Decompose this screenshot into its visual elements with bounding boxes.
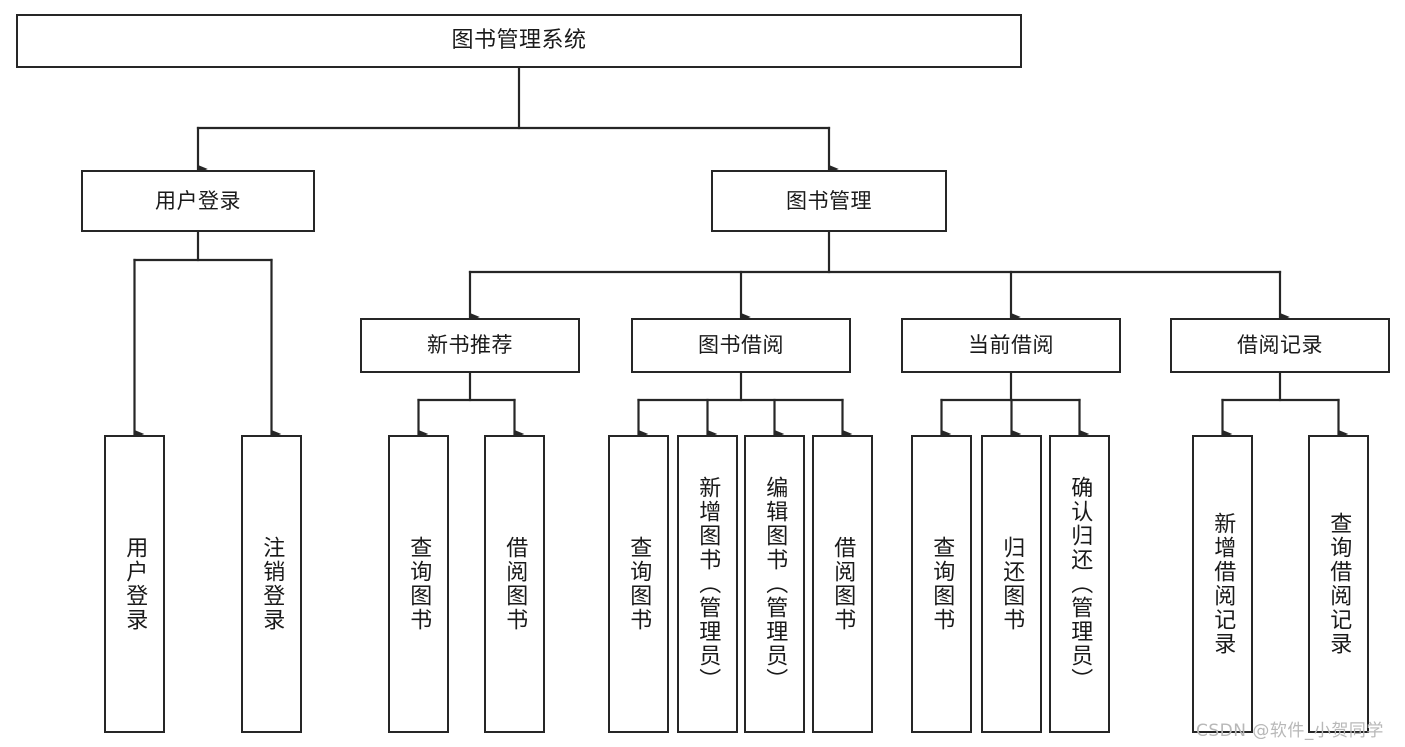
node-label: 新增借阅记录 (1210, 512, 1236, 656)
node-label: 借阅图书 (830, 536, 856, 632)
node-new-book-rec: 新书推荐 (360, 318, 580, 373)
node-label: 图书管理 (786, 188, 872, 213)
node-label: 编辑图书（管理员） (762, 476, 788, 692)
node-label: 图书借阅 (698, 333, 784, 358)
node-leaf-query-book-3: 查询图书 (911, 435, 972, 733)
watermark-text: CSDN @软件_小贺同学 (1196, 721, 1384, 741)
node-book-borrow: 图书借阅 (631, 318, 851, 373)
node-root: 图书管理系统 (16, 14, 1022, 68)
node-label: 借阅记录 (1237, 333, 1323, 358)
node-label: 查询图书 (406, 536, 432, 632)
node-label: 借阅图书 (502, 536, 528, 632)
node-label: 用户登录 (122, 536, 148, 632)
node-user-login: 用户登录 (81, 170, 315, 232)
tree-connectors (133, 66, 1349, 439)
node-label: 查询图书 (929, 536, 955, 632)
node-label: 用户登录 (155, 188, 241, 213)
node-leaf-edit-book: 编辑图书（管理员） (744, 435, 805, 733)
node-label: 确认归还（管理员） (1067, 476, 1093, 692)
node-leaf-borrow-book-1: 借阅图书 (484, 435, 545, 733)
node-label: 查询借阅记录 (1326, 512, 1352, 656)
node-leaf-confirm-return: 确认归还（管理员） (1049, 435, 1110, 733)
node-leaf-query-record: 查询借阅记录 (1308, 435, 1369, 733)
node-label: 新书推荐 (427, 333, 513, 358)
node-book-manage: 图书管理 (711, 170, 947, 232)
node-current-borrow: 当前借阅 (901, 318, 1121, 373)
node-leaf-add-record: 新增借阅记录 (1192, 435, 1253, 733)
node-label: 图书管理系统 (451, 28, 587, 54)
node-leaf-query-book-1: 查询图书 (388, 435, 449, 733)
node-label: 注销登录 (259, 536, 285, 632)
node-label: 新增图书（管理员） (695, 476, 721, 692)
node-leaf-logout: 注销登录 (241, 435, 302, 733)
node-borrow-record: 借阅记录 (1170, 318, 1390, 373)
node-leaf-return-book: 归还图书 (981, 435, 1042, 733)
node-label: 归还图书 (999, 536, 1025, 632)
node-label: 查询图书 (626, 536, 652, 632)
node-leaf-borrow-book-2: 借阅图书 (812, 435, 873, 733)
node-leaf-query-book-2: 查询图书 (608, 435, 669, 733)
node-leaf-add-book: 新增图书（管理员） (677, 435, 738, 733)
node-leaf-user-login: 用户登录 (104, 435, 165, 733)
node-label: 当前借阅 (968, 333, 1054, 358)
